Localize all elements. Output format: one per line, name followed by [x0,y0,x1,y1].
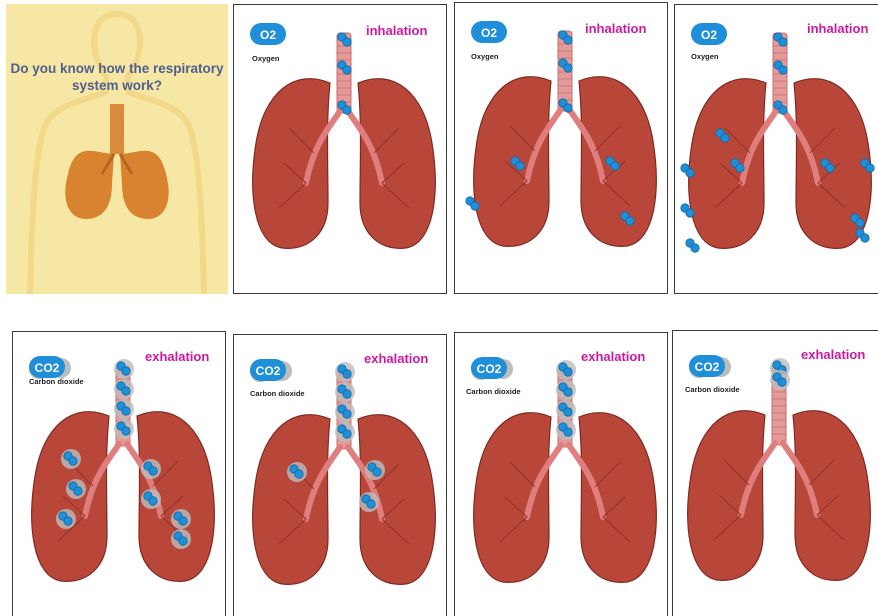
lungs-diagram: O2 [675,5,878,294]
co2-molecule [66,479,86,499]
intro-question: Do you know how the respiratory system w… [6,60,228,94]
svg-text:CO2: CO2 [256,364,281,378]
oxygen-molecule [856,229,869,242]
co2-molecule [114,399,134,419]
intro-panel: Do you know how the respiratory system w… [6,4,228,294]
co2-molecule [335,402,355,422]
co2-icon: CO2 [250,359,292,382]
oxygen-molecule [686,239,699,252]
lungs [688,365,871,580]
lungs-diagram: CO2 [234,335,447,616]
co2-molecule [335,362,355,382]
exhalation-card-2: exhalation Carbon dioxide CO2 [233,334,447,616]
co2-molecule [556,380,576,400]
co2-molecule [335,422,355,442]
co2-molecule [556,360,576,380]
lungs-diagram: O2 [234,5,447,294]
co2-molecule [556,400,576,420]
svg-text:O2: O2 [701,28,717,42]
co2-icon: CO2 [689,355,731,378]
intro-lungs-illustration [6,4,228,294]
co2-molecule [114,419,134,439]
exhalation-card-1: exhalation Carbon dioxide CO2 [12,331,226,616]
o2-icon: O2 [250,23,286,45]
co2-molecule [61,449,81,469]
inhalation-card-2: inhalation Oxygen O2 [454,2,668,294]
lungs-diagram: CO2 [455,333,668,616]
exhalation-card-3: exhalation Carbon dioxide CO2 [454,332,668,616]
co2-molecule [287,462,307,482]
svg-text:O2: O2 [481,26,497,40]
co2-molecule [770,370,790,390]
right-lung [793,411,870,581]
left-lung [253,415,330,585]
co2-molecule [359,492,379,512]
inhalation-card-3: inhalation Oxygen O2 [674,4,878,294]
exhalation-card-4: exhalation Carbon dioxide CO2 [672,330,878,616]
co2-molecule [141,489,161,509]
co2-molecule [114,379,134,399]
svg-text:O2: O2 [260,28,276,42]
left-lung [253,79,330,249]
co2-molecule [365,460,385,480]
lungs-diagram: CO2 [13,332,226,616]
co2-molecule [335,382,355,402]
o2-icon: O2 [691,23,727,45]
right-lung [579,413,656,583]
svg-text:CO2: CO2 [35,361,60,375]
right-lung [358,79,435,249]
left-lung [474,413,551,583]
right-lung [579,77,656,247]
svg-text:CO2: CO2 [477,362,502,376]
co2-molecule [171,529,191,549]
left-lung [689,79,766,249]
co2-molecule [171,509,191,529]
svg-text:CO2: CO2 [695,360,720,374]
lungs-diagram: CO2 [673,331,878,616]
co2-icon: CO2 [471,357,513,380]
co2-molecule [114,359,134,379]
left-lung [688,411,765,581]
lungs-diagram: O2 [455,3,668,294]
inhalation-card-1: inhalation Oxygen O2 [233,4,447,294]
co2-molecule [556,420,576,440]
co2-icon: CO2 [29,356,71,379]
co2-molecule [141,459,161,479]
o2-icon: O2 [471,21,507,43]
co2-molecule [56,509,76,529]
